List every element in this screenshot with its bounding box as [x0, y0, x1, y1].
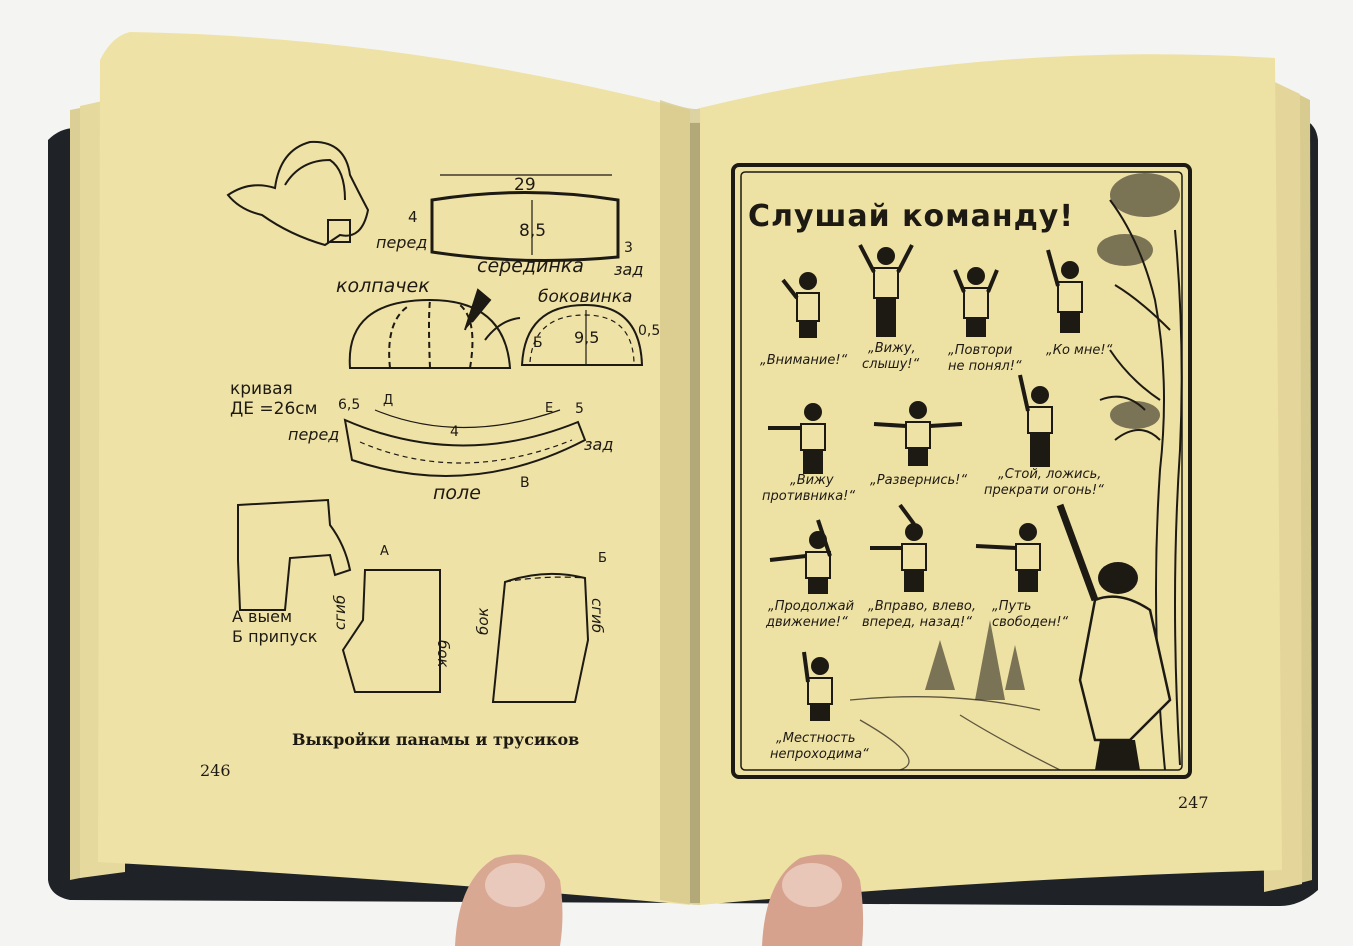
figure-11 [802, 651, 833, 721]
label-8-5: 8,5 [519, 221, 546, 241]
side-piece [520, 303, 644, 366]
cmd-povtori: „Повтори [948, 343, 1012, 358]
label-3: 3 [624, 240, 633, 256]
cmd-ko-mne: „Ко мне!“ [1046, 343, 1113, 358]
thumbs [455, 854, 864, 946]
cmd-prekrati: прекрати огонь!“ [984, 483, 1104, 498]
cmd-vizhu-2: „Вижу [790, 473, 834, 488]
cmd-stoy: „Стой, ложись, [998, 467, 1101, 482]
cmd-protivnika: противника!“ [762, 489, 855, 504]
label-b-mark: Б [598, 551, 607, 566]
figure-3 [953, 267, 999, 337]
shorts-drawing [237, 498, 352, 611]
label-b-side: Б [533, 335, 543, 351]
cmd-dvizhenie: движение!“ [765, 615, 848, 630]
command-captions: „Внимание!“ „Вижу, слышу!“ „Повтори не п… [760, 341, 1113, 762]
label-bokovinka: боковинка [538, 287, 632, 307]
cmd-prodolzhay: „Продолжай [768, 599, 854, 614]
label-kolpachek: колпачек [336, 275, 430, 297]
label-pered-1: перед [376, 233, 427, 252]
label-pered-2: перед [288, 425, 339, 444]
label-v: В [520, 475, 530, 491]
cmd-vpravo: „Вправо, влево, [868, 599, 976, 614]
cmd-mestnost: „Местность [776, 731, 856, 746]
figure-10 [975, 523, 1041, 592]
shorts-back-piece [491, 572, 590, 703]
label-zad-2: зад [584, 435, 613, 454]
label-seredinka: серединка [477, 255, 584, 277]
label-6-5: 6,5 [338, 397, 360, 413]
soldier-figure [1056, 503, 1172, 770]
label-b-pripusk: Б припуск [232, 627, 318, 646]
label-krivaya: кривая [230, 379, 293, 399]
label-e: Е [545, 401, 553, 416]
label-0-5: 0,5 [638, 323, 660, 339]
middle-piece [430, 191, 620, 262]
gutter [660, 100, 700, 905]
cmd-slyshu: слышу!“ [862, 357, 920, 372]
illustration-title: Слушай команду! [748, 199, 1074, 234]
label-a-viem: А выем [232, 607, 292, 626]
label-sgib-2: сгиб [588, 598, 606, 633]
label-bok-1: бок [434, 640, 452, 668]
cmd-razvernis: „Развернись!“ [870, 473, 967, 488]
cap-piece [348, 298, 512, 369]
cmd-neprokhodima: непроходима“ [770, 747, 869, 762]
left-caption: Выкройки панамы и трусиков [292, 730, 579, 749]
right-page-number: 247 [1178, 793, 1209, 812]
label-4-brim: 4 [450, 424, 459, 440]
label-9-5: 9,5 [574, 328, 599, 347]
label-zad-1: зад [614, 260, 643, 279]
left-page-number: 246 [200, 761, 231, 780]
label-bok-2: бок [474, 608, 492, 636]
label-4: 4 [408, 208, 418, 226]
cmd-vnimanie: „Внимание!“ [760, 353, 848, 368]
figure-7 [1018, 374, 1053, 467]
panama-pattern-drawings [226, 140, 644, 703]
label-pole: поле [433, 482, 481, 504]
label-sgib-1: сгиб [331, 595, 349, 630]
label-de-26: ДЕ =26см [230, 399, 317, 419]
cmd-svoboden: свободен!“ [992, 615, 1068, 630]
pioneer-figures [768, 244, 1172, 770]
label-d: Д [383, 393, 393, 408]
figure-6 [873, 401, 963, 466]
label-5: 5 [575, 401, 584, 417]
cmd-put: „Путь [992, 599, 1031, 614]
cmd-vizhu-1: „Вижу, [868, 341, 916, 356]
figure-9 [870, 503, 927, 592]
figure-4 [1046, 249, 1083, 333]
cmd-vpered: вперед, назад!“ [862, 615, 972, 630]
figure-2 [858, 244, 914, 337]
hat-drawing [226, 140, 370, 247]
illustration-frame [731, 163, 1192, 779]
figure-8 [769, 519, 832, 594]
signals-illustration [731, 163, 1192, 779]
label-29: 29 [514, 175, 536, 195]
figure-5 [768, 403, 826, 474]
left-page [98, 32, 690, 905]
label-a-mark: А [380, 544, 389, 559]
cmd-ne-ponyal: не понял!“ [948, 359, 1022, 374]
figure-1 [781, 272, 820, 338]
brim-piece [343, 418, 587, 477]
